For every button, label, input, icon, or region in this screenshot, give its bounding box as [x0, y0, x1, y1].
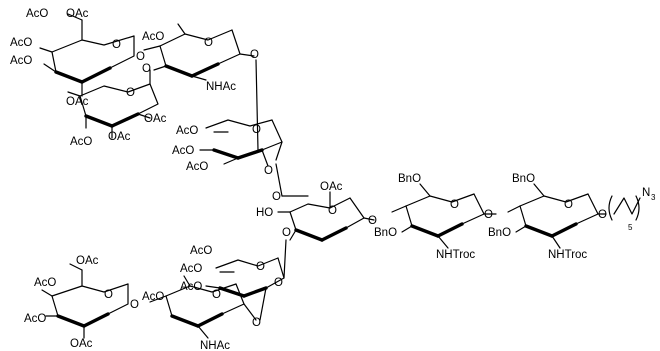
label-oac-f1: OAc [144, 113, 167, 125]
label-aco-m5: AcO [180, 263, 202, 275]
label-aco-m2: AcO [172, 145, 194, 157]
label-aco-g2: AcO [34, 277, 56, 289]
linkage-bond [255, 59, 259, 151]
label-oac-1: OAc [66, 8, 89, 20]
ring-mannose-lower [205, 239, 287, 321]
label-aco-a1: AcO [10, 37, 32, 49]
ring-galactose-top [39, 13, 135, 97]
label-nhac-1: NHAc [206, 81, 236, 93]
ring-galactose-bottom [41, 263, 129, 339]
ring-o-e: O [564, 199, 573, 211]
ring-mannose-upper [199, 119, 283, 167]
glyco-o-m2: O [274, 277, 283, 289]
label-aco-m3: AcO [186, 161, 208, 173]
label-oac-c1: OAc [320, 181, 343, 193]
label-aco-h1: AcO [142, 291, 164, 303]
ring-fucose [67, 69, 159, 139]
label-bno-3: BnO [512, 173, 535, 185]
label-n3-subscript: 3 [651, 193, 656, 202]
ring-o-m1: O [252, 124, 261, 136]
glyco-o-d: O [484, 209, 493, 221]
label-aco-m1: AcO [176, 125, 198, 137]
label-nhtroc-2: NHTroc [548, 249, 587, 261]
label-nhac-2: NHAc [200, 340, 230, 351]
ring-o-g: O [104, 289, 113, 301]
glyco-o-c6: O [272, 191, 281, 203]
ring-glcnac-bottom [149, 275, 257, 339]
ring-mannose-core [275, 163, 375, 242]
glyco-o-c3: O [282, 227, 291, 239]
ring-o-h: O [212, 289, 221, 301]
ring-o-d: O [450, 199, 459, 211]
ring-o-a: O [112, 39, 121, 51]
label-oac-f3: OAc [108, 131, 131, 143]
label-bno-1: BnO [398, 173, 421, 185]
ring-o-c: O [328, 205, 337, 217]
ring-glcnac-top [143, 23, 255, 81]
label-ho: HO [256, 207, 273, 219]
glyco-o-f: O [142, 63, 151, 75]
ring-o-f: O [126, 87, 135, 99]
label-oac-g1: OAc [76, 255, 99, 267]
label-oac-g4: OAc [70, 338, 93, 350]
glyco-o-a: O [136, 51, 145, 63]
label-oac-a3: OAc [66, 96, 89, 108]
glyco-o-b: O [250, 49, 259, 61]
ring-glcntroc-2 [507, 183, 641, 249]
label-n3: N [642, 187, 650, 199]
ring-o-m2: O [256, 261, 265, 273]
label-bno-4: BnO [488, 227, 511, 239]
label-aco-m6: AcO [180, 281, 202, 293]
label-aco-b1: AcO [142, 31, 164, 43]
label-chain-count: 5 [628, 223, 633, 232]
glyco-o-h: O [252, 317, 261, 329]
glyco-o-g: O [130, 299, 139, 311]
glyco-o-e: O [598, 209, 607, 221]
label-aco-m4: AcO [190, 245, 212, 257]
label-aco-g3: AcO [24, 313, 46, 325]
ring-glcntroc-1 [391, 183, 497, 249]
glyco-o-m1: O [264, 165, 273, 177]
glyco-o-c: O [368, 215, 377, 227]
label-aco-a2: AcO [10, 55, 32, 67]
label-aco-f2: AcO [70, 136, 92, 148]
ring-o-b: O [204, 37, 213, 49]
label-aco-top: AcO [26, 8, 48, 20]
label-nhtroc-1: NHTroc [436, 249, 475, 261]
label-bno-2: BnO [374, 227, 397, 239]
ring-oxygen-labels: O O O O O O O O O O O O O O O O O O O O … [104, 37, 607, 329]
